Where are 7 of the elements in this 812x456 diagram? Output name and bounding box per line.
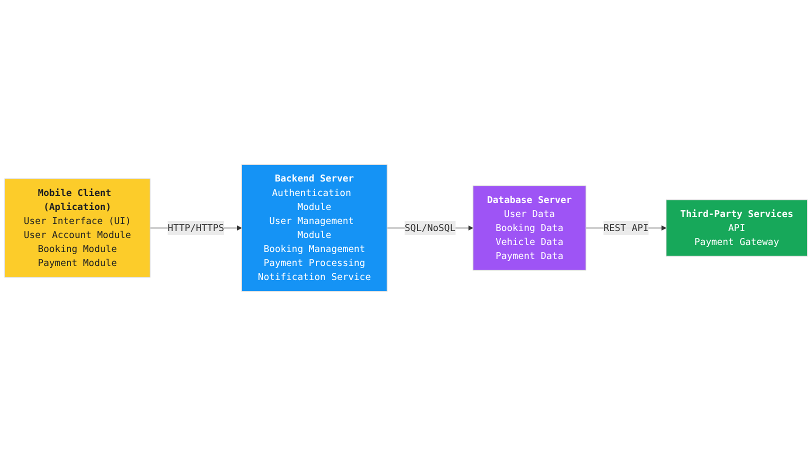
edge-label: REST API xyxy=(603,222,649,234)
node-box: Backend Server Authentication Module User Management Module Booking Management Payment Processing Notification Service xyxy=(241,164,388,292)
node-box: Database Server User Data Booking Data Vehicle Data Payment Data xyxy=(472,186,586,270)
edge-label: HTTP/HTTPS xyxy=(168,222,224,234)
node-box: Third-Party Services API Payment Gateway xyxy=(666,200,808,256)
edge-label: SQL/NoSQL xyxy=(404,222,456,234)
node-box: Mobile Client (Aplication) User Interface (UI) User Account Module Booking Module Payment Module xyxy=(4,178,150,278)
